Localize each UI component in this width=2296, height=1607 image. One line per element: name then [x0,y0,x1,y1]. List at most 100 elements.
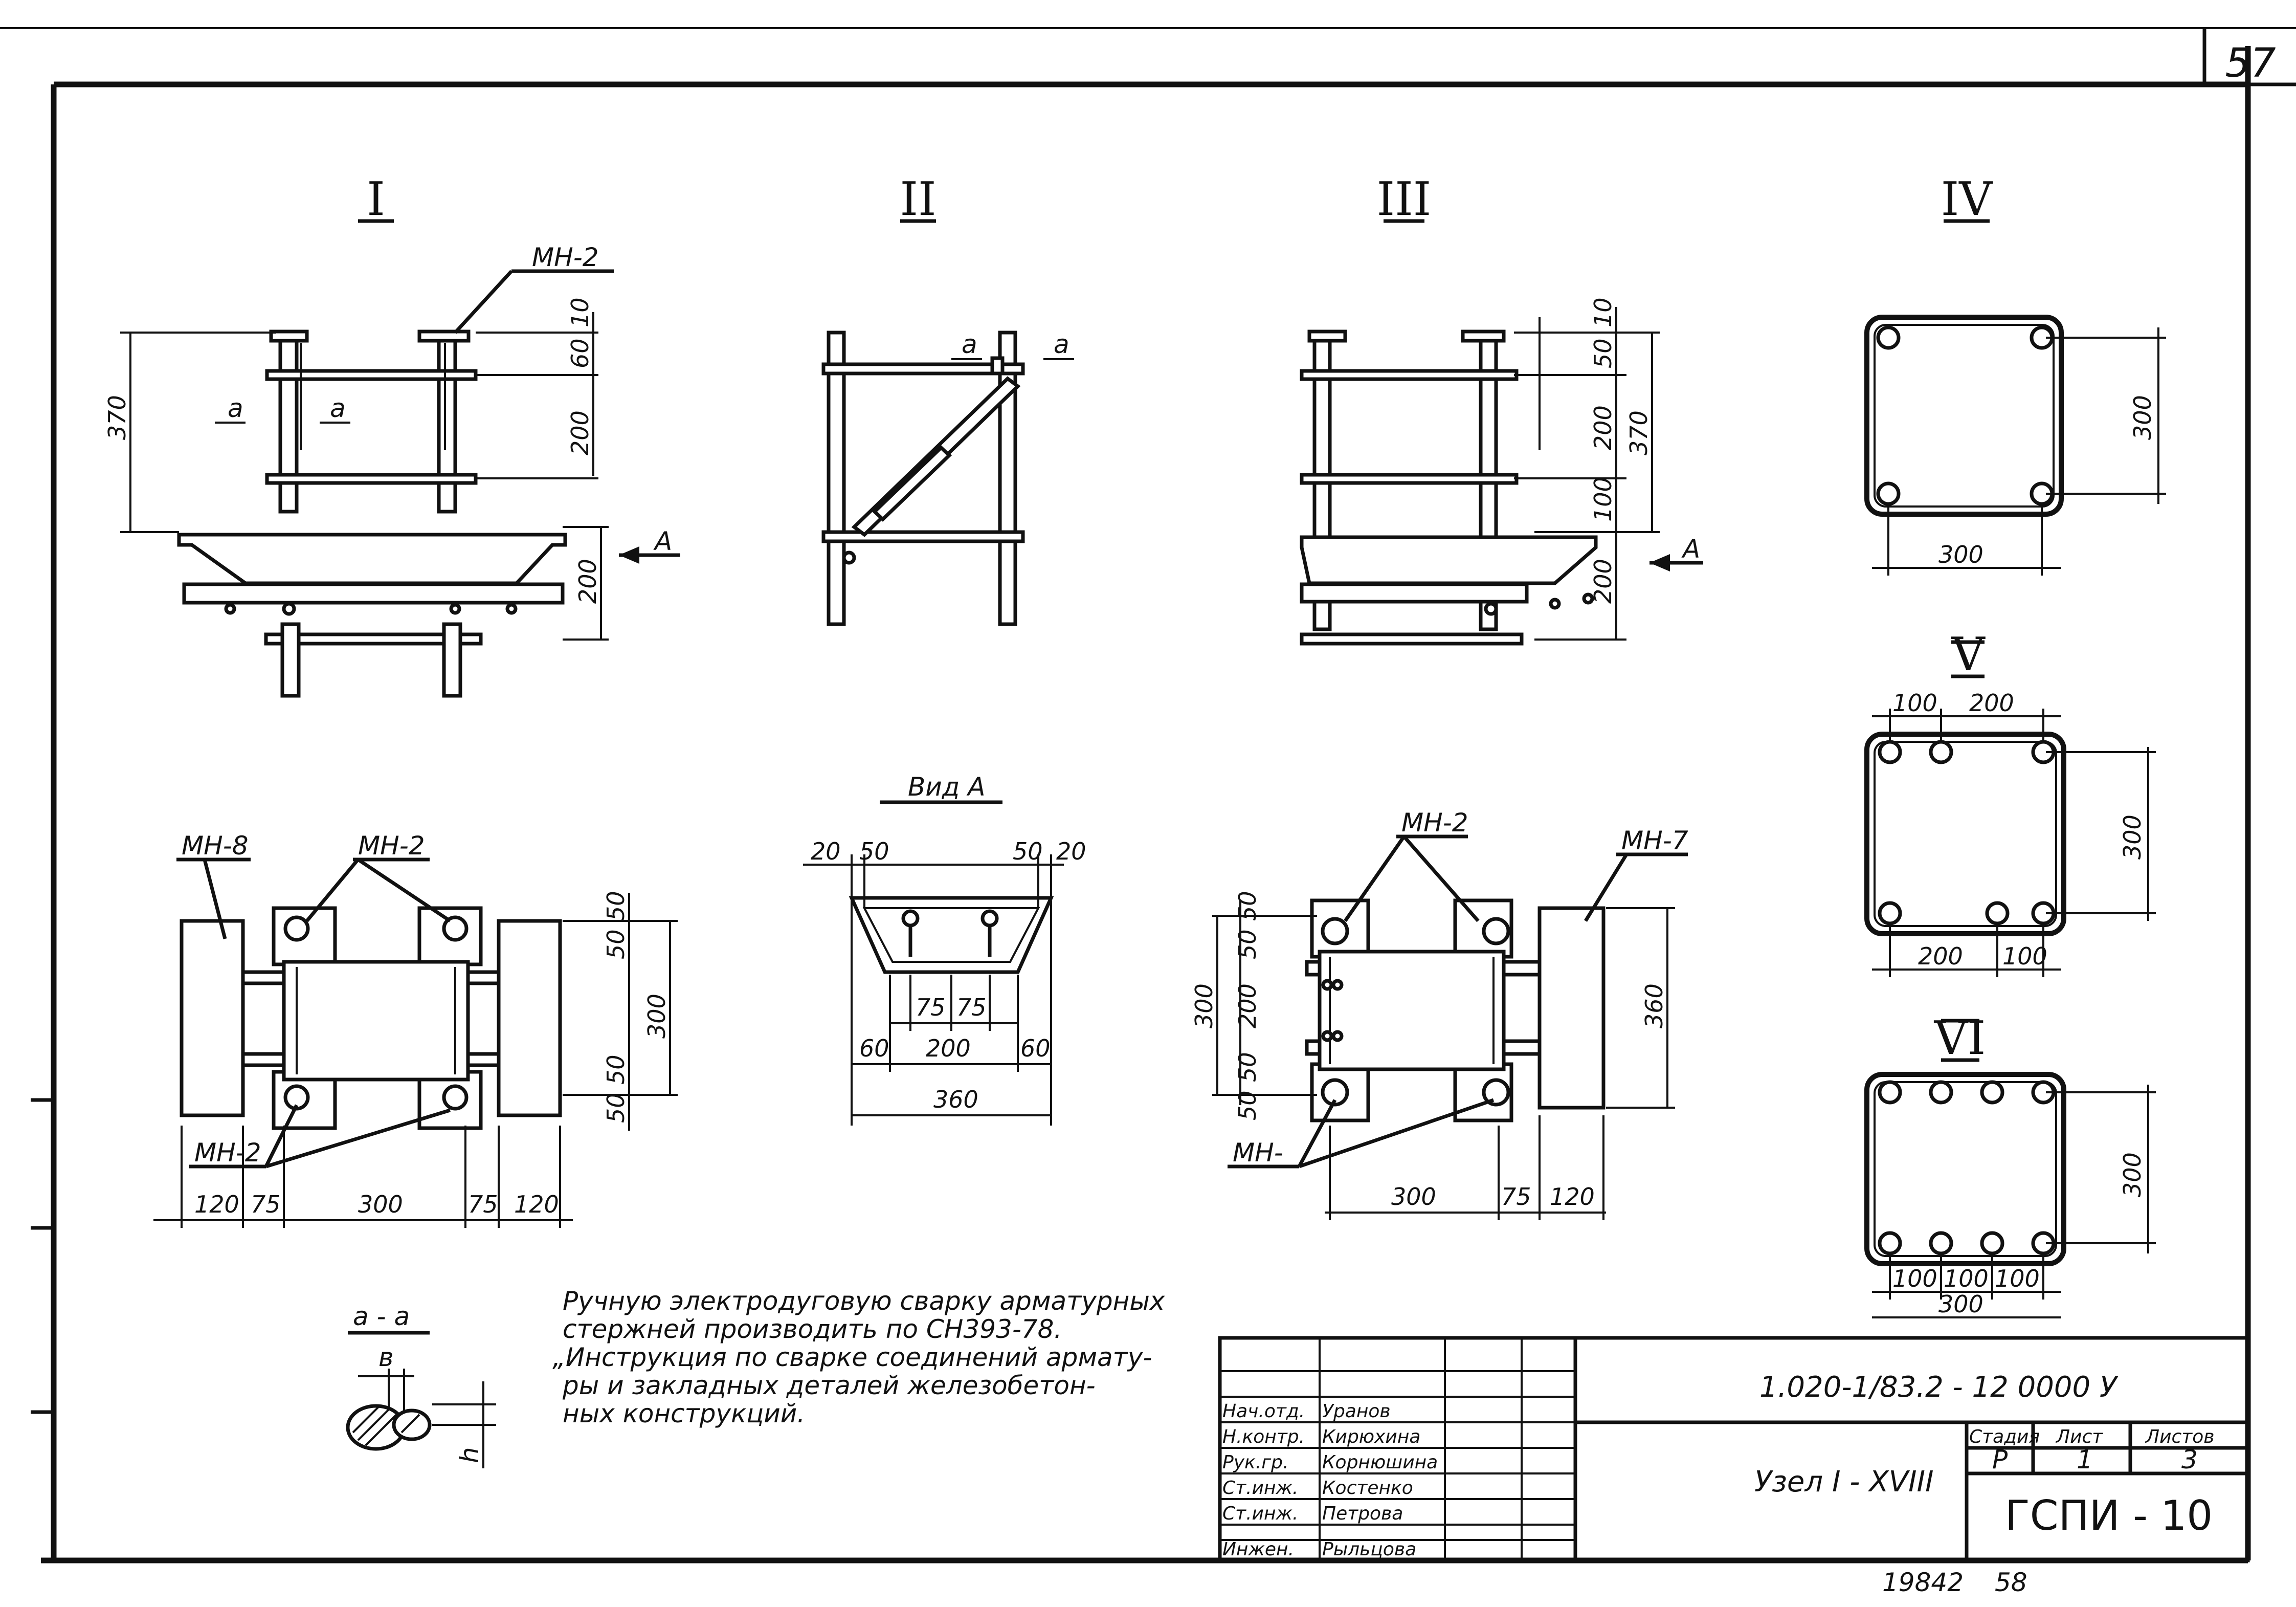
plan-left-dim-120-r: 120 [514,1191,559,1218]
plan-left-dim-50-d: 50 [602,1093,630,1123]
section-aa-b: в [378,1342,393,1372]
view-ii-mark-a-right: а [1054,329,1069,359]
section-v-dim-300-v: 300 [2119,814,2146,860]
tb-stage-label: Стадия [1969,1426,2040,1447]
view-a-dim-20-l: 20 [811,838,841,865]
view-i-mark-a-left: а [228,393,243,423]
tb-name-2: Кирюхина [1322,1426,1420,1447]
tb-role-3: Рук.гр. [1222,1452,1288,1473]
plan-right-mark-mn-partial: МН- [1233,1138,1283,1168]
plan-right-dim-50-c: 50 [1234,1052,1261,1082]
tb-name-3: Корнюшина [1322,1452,1438,1473]
section-iv: IV 300 300 [1864,172,2166,576]
plan-right-dim-360: 360 [1640,983,1668,1028]
tb-sheet: 1 [2077,1445,2093,1474]
view-iii-dim-200-bottom: 200 [1589,559,1617,604]
tb-sheet-label: Лист [2055,1426,2103,1447]
view-i-dim-10: 10 [566,297,594,327]
tb-name-4: Костенко [1322,1478,1413,1499]
note-line-1: Ручную электродуговую сварку арматурных [563,1286,1165,1316]
footer-inventory: 19842 [1882,1568,1964,1597]
section-v-dim-200-bottom: 200 [1918,942,1963,970]
tb-role-4: Ст.инж. [1222,1478,1298,1499]
plan-right-dim-50-d: 50 [1234,1090,1261,1120]
tb-name-1: Уранов [1322,1401,1391,1422]
plan-right: МН-2 МН-7 МН- 50 50 200 50 50 300 360 30… [1190,808,1688,1220]
tb-sheets: 3 [2181,1445,2198,1474]
footer-page: 58 [1995,1568,2027,1597]
view-iii-dim-100: 100 [1589,477,1617,522]
plan-right-dim-300-v: 300 [1190,983,1218,1028]
view-i-dim-200-top: 200 [566,410,594,455]
view-i: I МН-2 а а 370 [103,172,680,698]
note-line-2: стержней производить по СН393-78. [563,1314,1062,1344]
plan-left-mark-mn2-bottom: МН-2 [194,1138,261,1168]
view-a-dim-50-r: 50 [1013,838,1043,865]
section-vi-dim-100-a: 100 [1892,1265,1937,1292]
view-a-title: Вид А [908,772,985,802]
section-vi: VI 300 100 100 100 300 [1864,1011,2156,1318]
section-aa-h: h [455,1447,484,1463]
section-a-a: а - а в h [346,1302,496,1468]
plan-right-dim-120: 120 [1550,1183,1595,1210]
tb-sheets-label: Листов [2145,1426,2214,1447]
view-i-section-A: А [653,526,672,556]
tb-role-6: Инжен. [1222,1539,1294,1560]
plan-left-dim-50-c: 50 [602,1054,630,1085]
plan-left-dim-300: 300 [643,994,671,1039]
plan-left-dim-50-b: 50 [602,929,630,959]
view-iii-dim-10: 10 [1589,297,1617,327]
view-a-dim-360: 360 [933,1086,978,1113]
sheet-frame [0,27,2296,1564]
view-iii-dim-200: 200 [1589,405,1617,450]
view-i-dim-200-bottom: 200 [574,559,601,604]
section-v-dim-100-bottom: 100 [2002,942,2047,970]
plan-left-dim-50-a: 50 [602,891,630,921]
section-iv-dim-300-v: 300 [2129,395,2156,440]
view-a-dim-20-r: 20 [1056,838,1086,865]
title-block: Нач.отд. Н.контр. Рук.гр. Ст.инж. Ст.инж… [1218,1336,2250,1562]
plan-right-dim-75: 75 [1501,1183,1531,1210]
note: Ручную электродуговую сварку арматурных … [552,1286,1165,1428]
view-a-dim-50-l: 50 [859,838,889,865]
tb-role-5: Ст.инж. [1222,1503,1298,1524]
tb-doc-code: 1.020-1/83.2 - 12 0000 У [1759,1371,2119,1404]
tb-org: ГСПИ - 10 [2005,1492,2213,1539]
view-iii-dim-370: 370 [1625,410,1653,455]
section-vi-dim-100-b: 100 [1944,1265,1989,1292]
view-i-mark-a-right: а [330,393,346,423]
view-i-dim-370: 370 [103,395,131,440]
plan-right-dim-300-h: 300 [1391,1183,1436,1210]
tb-role-2: Н.контр. [1222,1426,1305,1447]
view-iii: III 10 50 200 100 200 370 А [1300,172,1703,646]
section-v-dim-200-top: 200 [1969,689,2014,717]
view-ii: II а а [821,172,1074,626]
plan-left-mark-mn2-top: МН-2 [358,831,425,861]
plan-right-mark-mn7: МН-7 [1621,826,1688,855]
section-vi-dim-100-c: 100 [1995,1265,2040,1292]
section-iv-title: IV [1941,172,1994,226]
view-iii-section-A: А [1681,534,1700,564]
note-line-3: „Инструкция по сварке соединений армату- [552,1342,1152,1372]
view-iii-dim-50: 50 [1589,338,1617,368]
view-i-title: I [367,172,385,226]
plan-right-dim-200: 200 [1234,983,1261,1028]
section-v: V 100 200 300 200 100 [1864,628,2156,977]
sheet-number: 57 [2225,40,2276,86]
tb-role-1: Нач.отд. [1222,1401,1305,1422]
plan-right-mark-mn2: МН-2 [1401,808,1468,838]
tb-stage: Р [1992,1445,2008,1474]
section-v-title: V [1951,628,1986,681]
view-a: Вид А 20 50 50 20 75 75 60 200 60 360 [803,772,1086,1126]
section-vi-dim-300-v: 300 [2119,1152,2146,1197]
view-a-dim-75-r: 75 [956,994,987,1021]
section-iv-dim-300-h: 300 [1938,541,1983,568]
view-a-dim-200: 200 [926,1034,971,1062]
note-line-4: ры и закладных деталей железобетон- [562,1371,1096,1400]
section-vi-dim-300-h: 300 [1938,1290,1983,1318]
plan-right-dim-50-b: 50 [1234,929,1261,959]
view-a-dim-75-l: 75 [916,994,946,1021]
plan-left-dim-300-h: 300 [358,1191,403,1218]
view-i-dim-60: 60 [566,338,594,368]
